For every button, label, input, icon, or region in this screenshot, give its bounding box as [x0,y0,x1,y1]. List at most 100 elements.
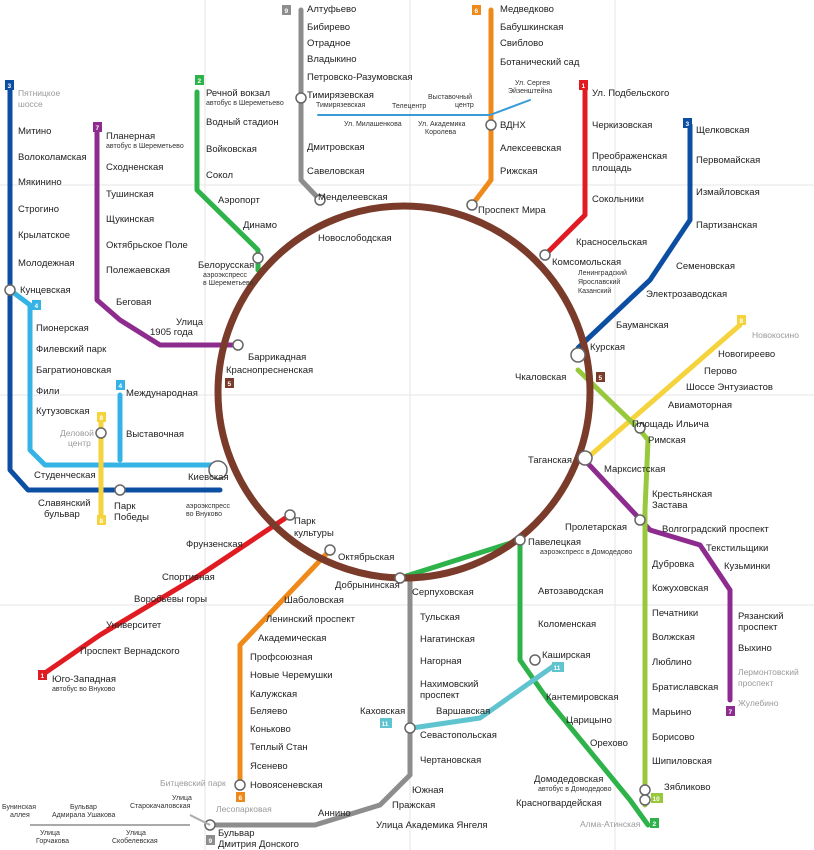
station-komsomolskaya[interactable]: Комсомольская [552,257,621,268]
station-tushinskaya[interactable]: Тушинская [106,189,154,200]
station-rimskaya[interactable]: Римская [648,435,686,446]
station-bitsevsky[interactable]: Битцевский парк [160,778,226,788]
station-vernadskogo[interactable]: Проспект Вернадского [80,646,180,657]
station-vykhino[interactable]: Выхино [738,643,772,654]
station-frunzenskaya[interactable]: Фрунзенская [186,539,243,550]
station-mezhdunarodnaya[interactable]: Международная [126,388,198,399]
station-aviamotornaya[interactable]: Авиамоторная [668,400,732,411]
station-cheryomushki[interactable]: Новые Черемушки [250,670,333,681]
station-oktyabrskoe-pole[interactable]: Октябрьское Поле [106,240,188,251]
station-tulskaya[interactable]: Тульская [420,612,460,623]
station-shchelkovskaya[interactable]: Щелковская [696,125,749,136]
station-slavyansky-1[interactable]: Славянский [38,498,91,509]
station-vdnh[interactable]: ВДНХ [500,120,526,131]
station-belyaevo[interactable]: Беляево [250,706,287,717]
station-bibirevo[interactable]: Бибирево [307,22,350,33]
station-ul-akademika-1[interactable]: Ул. Академика [418,121,466,128]
station-yasenevo[interactable]: Ясенево [250,761,288,772]
station-dinamo[interactable]: Динамо [243,220,277,231]
station-yuzhnaya[interactable]: Южная [412,785,444,796]
station-ulitsa-1905-1[interactable]: Улица [176,317,204,328]
station-vystavochny-1[interactable]: Выставочный [428,93,472,101]
station-ul-milashenkova[interactable]: Ул. Милашенкова [344,121,402,128]
station-timiryazevskaya[interactable]: Тимирязевская [307,90,374,101]
station-tsaritsyno[interactable]: Царицыно [566,715,612,726]
station-molodezhnaya[interactable]: Молодежная [18,258,75,269]
station-chkalovskaya[interactable]: Чкаловская [515,372,566,383]
station-kantemirovskaya[interactable]: Кантемировская [546,692,618,703]
station-barrikadnaya[interactable]: Баррикадная [248,352,306,363]
station-ulitsa-1905-2[interactable]: 1905 года [150,327,194,338]
station-pyatnitskoe-1[interactable]: Пятницкое [18,88,60,98]
station-lesoparkovaya[interactable]: Лесопарковая [216,804,272,814]
station-sevastopolskaya[interactable]: Севастопольская [420,730,497,741]
station-sportivnaya[interactable]: Спортивная [162,572,215,583]
station-izmaylovskaya[interactable]: Измайловская [696,187,760,198]
station-pyatnitskoe-2[interactable]: шоссе [18,99,43,109]
station-proletarskaya[interactable]: Пролетарская [565,522,627,533]
station-savelovskaya[interactable]: Савеловская [307,166,365,177]
station-telecentr[interactable]: Телецентр [392,103,426,110]
station-belorusskaya[interactable]: Белорусская [198,260,254,271]
station-petrovsko[interactable]: Петровско-Разумовская [307,72,413,83]
station-krestyanskaya-2[interactable]: Застава [652,500,688,511]
station-yangelya[interactable]: Улица Академика Янгеля [376,820,488,831]
station-kuntsevskaya[interactable]: Кунцевская [20,285,71,296]
station-skobelev-1[interactable]: Улица [126,830,146,837]
station-park-pobedy-2[interactable]: Победы [114,512,149,523]
station-vystavochnaya[interactable]: Выставочная [126,429,184,440]
station-zhulebino[interactable]: Жулебино [738,698,779,708]
station-gorchakova-2[interactable]: Горчакова [36,838,69,845]
station-perovo[interactable]: Перово [704,366,737,377]
station-yugo-zapadnaya[interactable]: Юго-Западная [52,674,116,685]
station-prospekt-mira[interactable]: Проспект Мира [478,205,546,216]
station-krasnoselskaya[interactable]: Красносельская [576,237,647,248]
station-kakhovskaya[interactable]: Каховская [360,706,405,717]
station-ryazansky-2[interactable]: проспект [738,622,778,633]
station-filevsky-park[interactable]: Филевский парк [36,344,107,355]
station-bunin-1[interactable]: Бунинская [2,804,36,811]
station-lermontovsky-2[interactable]: проспект [738,678,773,688]
station-delovoy-2[interactable]: центр [68,438,91,448]
station-shabolovskaya[interactable]: Шаболовская [284,595,344,606]
station-pervomayskaya[interactable]: Первомайская [696,155,760,166]
station-ul-sergeya-1[interactable]: Ул. Сергея [515,80,550,87]
station-studencheskaya[interactable]: Студенческая [34,470,96,481]
station-tekstilshchiki[interactable]: Текстильщики [706,543,768,554]
station-pionerskaya[interactable]: Пионерская [36,323,89,334]
station-slavyansky-2[interactable]: бульвар [44,509,80,520]
station-krylatskoe[interactable]: Крылатское [18,230,70,241]
station-novoyasenevskaya[interactable]: Новоясеневская [250,780,323,791]
station-shchukinskaya[interactable]: Щукинская [106,214,154,225]
station-novoslobodskaya[interactable]: Новослободская [318,233,392,244]
station-rizhskaya[interactable]: Рижская [500,166,538,177]
station-ryazansky-1[interactable]: Рязанский [738,611,784,622]
station-orekhovo[interactable]: Орехово [590,738,628,749]
station-strogino[interactable]: Строгино [18,204,59,215]
station-polezhaevskaya[interactable]: Полежаевская [106,265,170,276]
station-donskogo-1[interactable]: Бульвар [218,828,255,839]
station-babushkinskaya[interactable]: Бабушкинская [500,22,563,33]
station-alma-atinskaya[interactable]: Алма-Атинская [580,819,641,829]
station-kievskaya[interactable]: Киевская [188,472,229,483]
station-mono-timiryazevskaya[interactable]: Тимирязевская [316,102,365,109]
station-sviblovo[interactable]: Свиблово [500,38,543,49]
station-prazhskaya[interactable]: Пражская [392,800,435,811]
station-bratislavskaya[interactable]: Братиславская [652,682,718,693]
station-semenovskaya[interactable]: Семеновская [676,261,735,272]
station-entuziastov[interactable]: Шоссе Энтузиастов [686,382,773,393]
station-cherkizovskaya[interactable]: Черкизовская [592,120,652,131]
station-delovoy-1[interactable]: Деловой [60,428,94,438]
station-pechatniki[interactable]: Печатники [652,608,698,619]
station-alekseevskaya[interactable]: Алексеевская [500,143,561,154]
station-volokolamskaya[interactable]: Волоколамская [18,152,87,163]
station-ul-akademika-2[interactable]: Королева [425,129,456,136]
station-skobelev-2[interactable]: Скобелевская [112,837,158,845]
station-ul-starokach-2[interactable]: Старокачаловская [130,803,191,810]
station-kolomenskaya[interactable]: Коломенская [538,619,596,630]
station-oktyabrskaya[interactable]: Октябрьская [338,552,394,563]
station-lermontovsky-1[interactable]: Лермонтовский [738,667,799,677]
station-chertanovskaya[interactable]: Чертановская [420,755,481,766]
station-bagrationovskaya[interactable]: Багратионовская [36,365,111,376]
station-otradnoe[interactable]: Отрадное [307,38,351,49]
